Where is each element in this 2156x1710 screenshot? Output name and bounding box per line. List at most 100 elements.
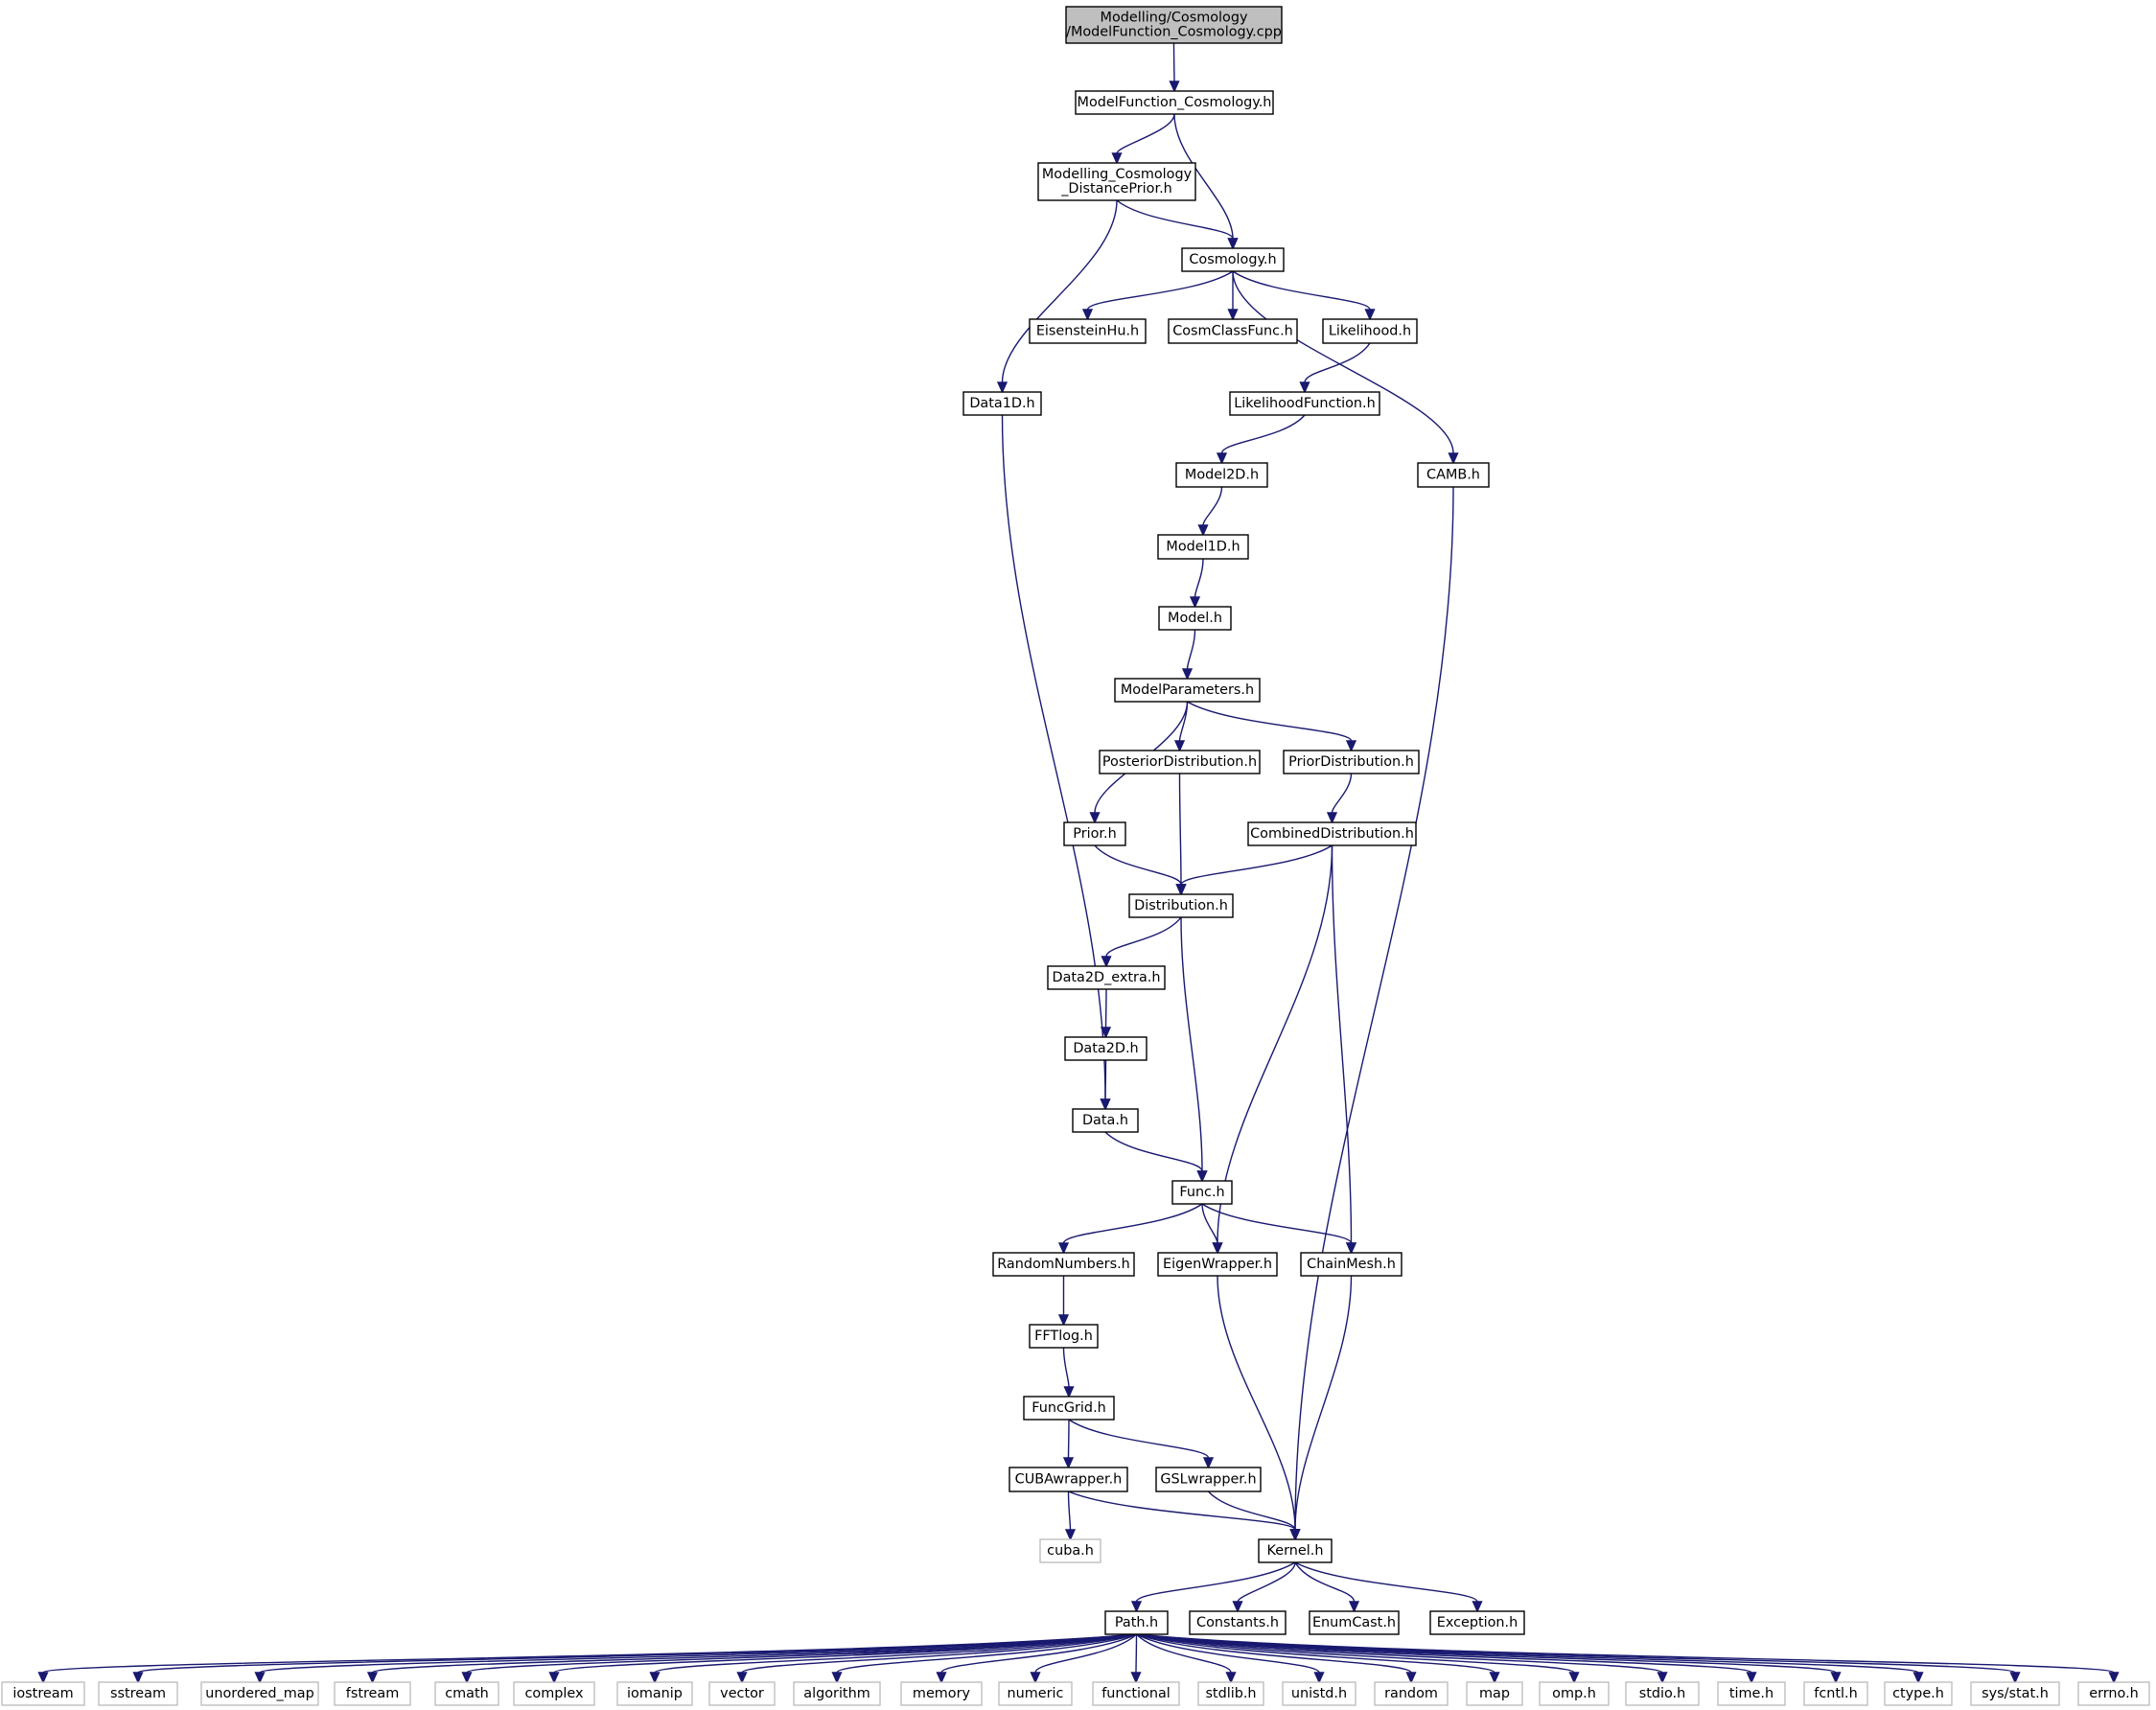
arrowhead <box>1062 1457 1075 1469</box>
arrowhead <box>831 1672 843 1684</box>
node-posteriordistribution-h[interactable]: PosteriorDistribution.h <box>1099 750 1261 774</box>
node-root[interactable]: Modelling/Cosmology/ModelFunction_Cosmol… <box>1065 6 1283 44</box>
node-label: Data2D_extra.h <box>1053 970 1161 985</box>
node-data-h[interactable]: Data.h <box>1072 1108 1139 1133</box>
arrowhead <box>1130 1672 1142 1684</box>
edge-line <box>1136 1633 1232 1674</box>
node-fftlog-h[interactable]: FFTlog.h <box>1029 1324 1099 1349</box>
node-box <box>1175 462 1268 488</box>
node-label: _DistancePrior.h <box>1060 181 1172 196</box>
node-data2d-h[interactable]: Data2D.h <box>1064 1036 1148 1061</box>
node-errno-h: errno.h <box>2077 1681 2150 1706</box>
node-box <box>1300 1252 1403 1277</box>
node-box <box>1247 821 1417 846</box>
node-randomnumbers-h[interactable]: RandomNumbers.h <box>992 1252 1135 1277</box>
arrowhead <box>1913 1672 1924 1684</box>
arrowhead <box>2108 1672 2120 1684</box>
node-label: EisensteinHu.h <box>1036 324 1139 339</box>
node-label: map <box>1479 1686 1510 1701</box>
edge-eigenwrapper_h-to-kernel_h <box>1217 1275 1301 1541</box>
node-fcntl-h: fcntl.h <box>1803 1681 1868 1706</box>
node-cubawrapper-h[interactable]: CUBAwrapper.h <box>1008 1467 1128 1492</box>
node-combineddistribution-h[interactable]: CombinedDistribution.h <box>1247 821 1417 846</box>
edge-path_h-to-sstream <box>132 1633 1137 1684</box>
edge-line <box>1136 1633 2115 1674</box>
node-label: CAMB.h <box>1426 468 1480 483</box>
edge-line <box>1237 1561 1296 1603</box>
node-model2d-h[interactable]: Model2D.h <box>1175 462 1268 488</box>
arrowhead <box>1130 1601 1143 1613</box>
edge-path_h-to-numeric <box>1030 1633 1137 1684</box>
edge-line <box>1194 558 1204 598</box>
node-label: EnumCast.h <box>1312 1615 1396 1630</box>
node-label: random <box>1384 1686 1438 1701</box>
node-func-h[interactable]: Func.h <box>1171 1180 1233 1205</box>
node-label: ModelFunction_Cosmology.h <box>1078 95 1272 110</box>
node-mcdp-h[interactable]: Modelling_Cosmology_DistancePrior.h <box>1037 162 1196 201</box>
node-distribution-h[interactable]: Distribution.h <box>1128 893 1234 918</box>
node-label: Modelling_Cosmology <box>1042 167 1193 182</box>
node-likelihoodfunction-h[interactable]: LikelihoodFunction.h <box>1229 391 1380 416</box>
node-modelparameters-h[interactable]: ModelParameters.h <box>1114 678 1261 703</box>
edge-line <box>741 1633 1137 1674</box>
node-data1d-h[interactable]: Data1D.h <box>962 391 1042 416</box>
edge-cosmology_h-to-camb_h <box>1232 270 1459 465</box>
arrowhead <box>1169 81 1180 93</box>
node-constants-h[interactable]: Constants.h <box>1189 1610 1287 1635</box>
edge-line <box>1136 1633 1837 1674</box>
node-prior-h[interactable]: Prior.h <box>1063 821 1126 846</box>
node-data2d-extra-h[interactable]: Data2D_extra.h <box>1047 965 1166 990</box>
node-funcgrid-h[interactable]: FuncGrid.h <box>1023 1396 1115 1421</box>
arrowhead <box>254 1672 266 1684</box>
node-cosmclassfunc-h[interactable]: CosmClassFunc.h <box>1168 318 1298 344</box>
node-gslwrapper-h[interactable]: GSLwrapper.h <box>1155 1467 1262 1492</box>
node-box <box>1884 1681 1953 1706</box>
edge-path_h-to-algorithm <box>831 1633 1137 1684</box>
edge-line <box>1136 1633 1575 1674</box>
edge-path_h-to-time_h <box>1136 1633 1757 1684</box>
edge-line <box>1136 1633 2016 1674</box>
node-eisensteinhu-h[interactable]: EisensteinHu.h <box>1029 318 1147 344</box>
edge-func_h-to-randomnumbers_h <box>1057 1203 1203 1255</box>
arrowhead <box>1227 238 1239 250</box>
edge-likelihood_h-to-likelihoodfunction_h <box>1299 342 1371 394</box>
arrowhead <box>1348 1601 1360 1613</box>
edge-line <box>1178 773 1182 886</box>
node-box <box>1155 1467 1262 1492</box>
edge-priordistribution_h-to-combineddistribution_h <box>1326 773 1353 824</box>
node-camb-h[interactable]: CAMB.h <box>1417 462 1490 488</box>
node-box <box>1625 1681 1700 1706</box>
node-label: PriorDistribution.h <box>1288 754 1414 770</box>
edge-path_h-to-ctype_h <box>1136 1633 1924 1684</box>
node-cosmology-h[interactable]: Cosmology.h <box>1181 247 1285 272</box>
node-box <box>1803 1681 1868 1706</box>
node-enumcast-h[interactable]: EnumCast.h <box>1309 1610 1400 1635</box>
node-model-h[interactable]: Model.h <box>1158 606 1232 631</box>
arrowhead <box>1227 309 1239 321</box>
edge-line <box>1202 486 1223 526</box>
node-eigenwrapper-h[interactable]: EigenWrapper.h <box>1157 1252 1278 1277</box>
node-likelihood-h[interactable]: Likelihood.h <box>1322 318 1418 344</box>
node-box <box>998 1681 1073 1706</box>
node-box <box>1 1681 85 1706</box>
node-priordistribution-h[interactable]: PriorDistribution.h <box>1283 750 1420 774</box>
node-kernel-h[interactable]: Kernel.h <box>1258 1538 1333 1563</box>
edge-combineddistribution_h-to-distribution_h <box>1175 844 1333 896</box>
node-algorithm: algorithm <box>793 1681 881 1706</box>
node-label: unordered_map <box>205 1686 313 1701</box>
node-path-h[interactable]: Path.h <box>1104 1610 1169 1635</box>
node-mfc-h[interactable]: ModelFunction_Cosmology.h <box>1075 90 1274 115</box>
arrowhead <box>1197 524 1209 537</box>
node-box <box>1008 1467 1128 1492</box>
edge-path_h-to-sys_stat_h <box>1136 1633 2021 1684</box>
edge-likelihoodfunction_h-to-model2d_h <box>1216 414 1306 465</box>
edge-funcgrid_h-to-cubawrapper_h <box>1062 1419 1075 1469</box>
node-ctype-h: ctype.h <box>1884 1681 1953 1706</box>
edge-line <box>1136 1633 1412 1674</box>
node-label: Path.h <box>1115 1615 1158 1630</box>
node-chainmesh-h[interactable]: ChainMesh.h <box>1300 1252 1403 1277</box>
edge-line <box>1001 199 1118 383</box>
arrowhead <box>1175 884 1187 896</box>
node-model1d-h[interactable]: Model1D.h <box>1157 534 1249 560</box>
node-exception-h[interactable]: Exception.h <box>1429 1610 1525 1635</box>
